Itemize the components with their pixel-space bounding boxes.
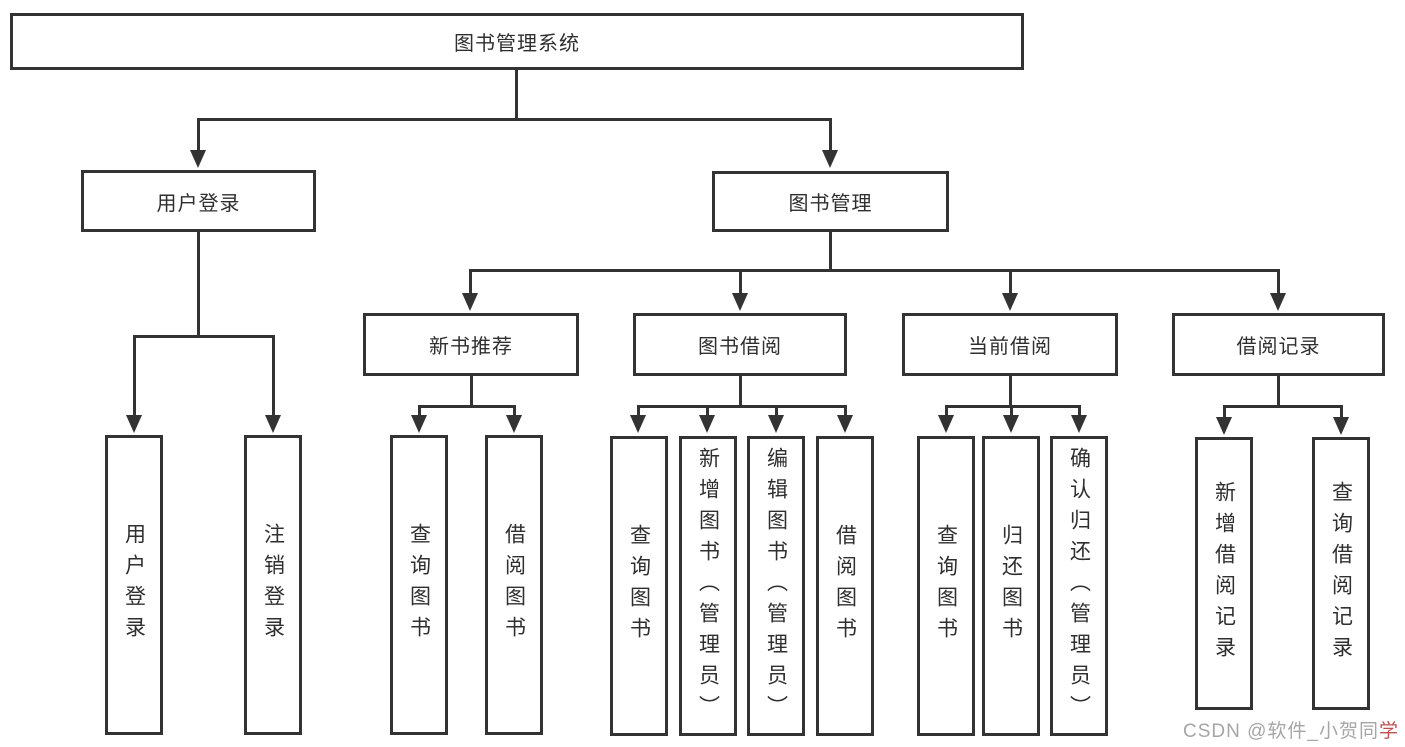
arrow-down-icon [822, 150, 838, 168]
node-new-book-recommend-label: 新书推荐 [429, 336, 513, 358]
leaf-cb-query-book-label: 查询图书 [934, 524, 958, 648]
leaf-br-query-record-label: 查询借阅记录 [1329, 480, 1353, 667]
leaf-nb-borrow-book-label: 借阅图书 [502, 523, 526, 647]
arrow-down-icon [1002, 293, 1018, 311]
leaf-user-login: 用户登录 [105, 435, 163, 735]
leaf-br-add-record: 新增借阅记录 [1195, 437, 1253, 710]
arrow-down-icon [938, 415, 954, 433]
leaf-bb-edit-book-admin-label: 编辑图书（管理员） [764, 446, 788, 726]
connector-line [739, 269, 742, 295]
node-user-login: 用户登录 [81, 170, 316, 232]
node-user-login-label: 用户登录 [156, 192, 241, 215]
leaf-cb-confirm-return-admin: 确认归还（管理员） [1050, 436, 1108, 736]
connector-line [418, 405, 516, 408]
arrow-down-icon [506, 415, 522, 433]
leaf-logout: 注销登录 [244, 435, 302, 735]
leaf-br-query-record: 查询借阅记录 [1312, 437, 1370, 710]
node-book-borrow: 图书借阅 [633, 313, 847, 376]
connector-line [1010, 405, 1013, 417]
arrow-down-icon [1333, 417, 1349, 435]
node-borrow-records: 借阅记录 [1172, 313, 1385, 376]
connector-line [197, 230, 200, 337]
connector-line [945, 405, 948, 417]
connector-line [197, 118, 832, 121]
connector-line [945, 405, 1081, 408]
leaf-bb-edit-book-admin: 编辑图书（管理员） [747, 436, 805, 736]
connector-line [418, 405, 421, 417]
leaf-bb-add-book-admin-label: 新增图书（管理员） [696, 446, 720, 726]
connector-line [775, 405, 778, 417]
arrow-down-icon [126, 415, 142, 433]
arrow-down-icon [190, 150, 206, 168]
leaf-bb-add-book-admin: 新增图书（管理员） [679, 436, 737, 736]
connector-line [133, 335, 275, 338]
node-borrow-records-label: 借阅记录 [1236, 336, 1321, 358]
connector-line [469, 269, 472, 295]
connector-line [637, 405, 847, 408]
node-root: 图书管理系统 [10, 13, 1024, 70]
node-book-management: 图书管理 [712, 171, 949, 232]
connector-line [637, 405, 640, 417]
node-current-borrow: 当前借阅 [902, 313, 1118, 376]
leaf-br-add-record-label: 新增借阅记录 [1212, 480, 1236, 667]
csdn-watermark-text: CSDN @软件_小贺同 [1183, 721, 1379, 742]
node-new-book-recommend: 新书推荐 [363, 313, 579, 376]
connector-line [272, 335, 275, 417]
leaf-bb-borrow-book: 借阅图书 [816, 436, 874, 736]
connector-line [513, 405, 516, 417]
leaf-cb-return-book: 归还图书 [982, 436, 1040, 736]
node-current-borrow-label: 当前借阅 [968, 336, 1052, 358]
arrow-down-icon [768, 415, 784, 433]
leaf-cb-query-book: 查询图书 [917, 436, 975, 736]
arrow-down-icon [1003, 415, 1019, 433]
leaf-user-login-label: 用户登录 [122, 523, 146, 647]
arrow-down-icon [732, 293, 748, 311]
arrow-down-icon [1216, 417, 1232, 435]
connector-line [1277, 269, 1280, 295]
connector-line [829, 230, 832, 271]
connector-line [1078, 405, 1081, 417]
connector-line [469, 269, 1280, 272]
arrow-down-icon [1071, 415, 1087, 433]
connector-line [1340, 405, 1343, 419]
arrow-down-icon [1270, 293, 1286, 311]
connector-line [706, 405, 709, 417]
leaf-cb-confirm-return-admin-label: 确认归还（管理员） [1067, 446, 1091, 726]
node-book-borrow-label: 图书借阅 [698, 336, 782, 358]
connector-line [197, 118, 200, 152]
csdn-watermark: CSDN @软件_小贺同学 [1183, 716, 1399, 743]
leaf-nb-query-book-label: 查询图书 [407, 523, 431, 647]
leaf-logout-label: 注销登录 [261, 523, 285, 647]
node-root-label: 图书管理系统 [454, 33, 580, 55]
connector-line [829, 118, 832, 152]
leaf-bb-query-book: 查询图书 [610, 436, 668, 736]
connector-line [133, 335, 136, 417]
connector-line [844, 405, 847, 417]
node-book-management-label: 图书管理 [788, 193, 873, 215]
arrow-down-icon [837, 415, 853, 433]
leaf-bb-query-book-label: 查询图书 [627, 524, 651, 648]
connector-line [1223, 405, 1343, 408]
arrow-down-icon [411, 415, 427, 433]
connector-line [1009, 374, 1012, 408]
arrow-down-icon [630, 415, 646, 433]
connector-line [739, 374, 742, 407]
connector-line [515, 70, 518, 119]
csdn-watermark-accent: 学 [1378, 721, 1399, 742]
leaf-cb-return-book-label: 归还图书 [999, 524, 1023, 648]
connector-line [1223, 405, 1226, 419]
arrow-down-icon [265, 415, 281, 433]
leaf-nb-query-book: 查询图书 [390, 435, 448, 735]
arrow-down-icon [699, 415, 715, 433]
connector-line [470, 374, 473, 408]
arrow-down-icon [462, 293, 478, 311]
connector-line [1009, 269, 1012, 295]
leaf-bb-borrow-book-label: 借阅图书 [833, 524, 857, 648]
leaf-nb-borrow-book: 借阅图书 [485, 435, 543, 735]
connector-line [1277, 374, 1280, 408]
